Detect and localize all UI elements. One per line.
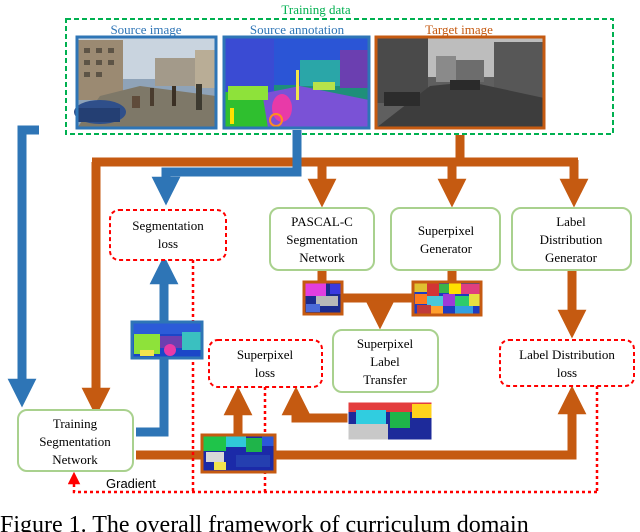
target-prediction-thumbnail xyxy=(202,435,275,472)
pascal-network-box xyxy=(269,207,375,271)
source-prediction-frame xyxy=(130,320,204,360)
segmentation-loss-line-1: Segmentation xyxy=(132,218,204,233)
transferred-label-thumbnail xyxy=(348,402,432,440)
superpixel-map-frame xyxy=(411,280,483,317)
superpixel-generator-line-1: Superpixel xyxy=(418,223,475,238)
superpixel-label-transfer-line-2: Label xyxy=(370,354,400,369)
gradient-label: Gradient xyxy=(106,476,156,491)
transferred-label-frame xyxy=(347,401,433,441)
superpixel-generator-line-2: Generator xyxy=(420,241,473,256)
superpixel-map-thumbnail xyxy=(413,282,481,315)
training-network-line-2: Segmentation xyxy=(39,434,111,449)
gradient-return-line xyxy=(67,471,597,494)
pascal-network-line-1: PASCAL-C xyxy=(291,214,353,229)
pascal-prediction-thumbnail xyxy=(304,282,342,314)
source-image xyxy=(74,37,216,128)
source-annotation xyxy=(224,37,369,128)
superpixel-loss-line-2: loss xyxy=(255,365,275,380)
arrow-annotation-to-seg-loss xyxy=(151,130,302,206)
training-network-box xyxy=(17,409,134,472)
segmentation-loss-line-2: loss xyxy=(158,236,178,251)
label-distribution-generator-line-1: Label xyxy=(556,214,586,229)
training-data-title: Training data xyxy=(281,2,350,17)
superpixel-label-transfer-line-1: Superpixel xyxy=(357,336,414,351)
label-distribution-loss-line-1: Label Distribution xyxy=(519,347,615,362)
target-prediction-frame xyxy=(200,433,277,474)
source-annotation-label: Source annotation xyxy=(250,22,345,37)
superpixel-generator-box xyxy=(390,207,501,271)
training-network-line-3: Network xyxy=(52,452,98,467)
arrow-source-to-training xyxy=(7,125,39,408)
label-distribution-loss-box xyxy=(499,339,635,387)
superpixel-label-transfer-box xyxy=(332,329,439,393)
source-prediction-thumbnail xyxy=(132,322,202,358)
pascal-network-line-3: Network xyxy=(299,250,345,265)
figure-caption: Figure 1. The overall framework of curri… xyxy=(0,512,529,532)
label-distribution-loss-line-2: loss xyxy=(557,365,577,380)
segmentation-loss-box xyxy=(109,209,227,261)
target-image-frame xyxy=(374,35,546,130)
label-distribution-generator-line-3: Generator xyxy=(545,250,598,265)
pascal-network-line-2: Segmentation xyxy=(286,232,358,247)
arrow-transfer-to-superpixel-loss xyxy=(281,386,348,423)
source-annotation-frame xyxy=(222,35,371,130)
target-image-label: Target image xyxy=(425,22,493,37)
source-image-frame xyxy=(75,35,218,130)
source-image-label: Source image xyxy=(110,22,181,37)
training-data-box xyxy=(65,18,614,135)
arrow-prediction-bus xyxy=(136,385,587,460)
label-distribution-generator-box xyxy=(511,207,632,271)
target-image xyxy=(376,37,544,128)
superpixel-label-transfer-line-3: Transfer xyxy=(363,372,407,387)
superpixel-loss-box xyxy=(208,339,323,388)
pascal-prediction-frame xyxy=(302,280,344,316)
superpixel-loss-line-1: Superpixel xyxy=(237,347,294,362)
training-network-line-1: Training xyxy=(53,416,98,431)
label-distribution-generator-line-2: Distribution xyxy=(540,232,603,247)
